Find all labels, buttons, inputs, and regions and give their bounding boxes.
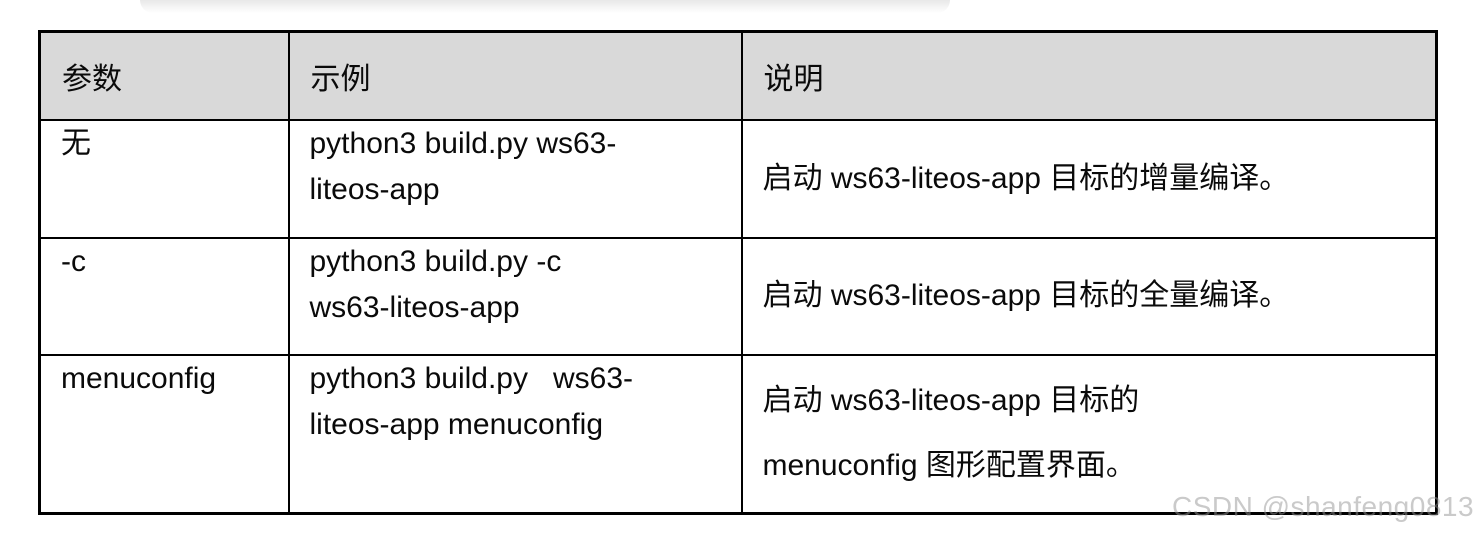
header-cell-example: 示例 bbox=[287, 30, 743, 121]
header-cell-description: 说明 bbox=[740, 30, 1438, 121]
table-row: menuconfig python3 build.py ws63- liteos… bbox=[38, 353, 1438, 515]
build-parameters-table: 参数 示例 说明 无 python3 build.py ws63- liteos… bbox=[38, 30, 1438, 515]
example-cell: python3 build.py ws63- liteos-app bbox=[287, 118, 743, 239]
description-cell: 启动 ws63-liteos-app 目标的全量编译。 bbox=[740, 236, 1438, 356]
param-cell: -c bbox=[38, 236, 290, 356]
table-header-row: 参数 示例 说明 bbox=[38, 30, 1438, 121]
example-cell: python3 build.py -c ws63-liteos-app bbox=[287, 236, 743, 356]
table-row: 无 python3 build.py ws63- liteos-app 启动 w… bbox=[38, 118, 1438, 239]
param-cell: 无 bbox=[38, 118, 290, 239]
example-cell: python3 build.py ws63- liteos-app menuco… bbox=[287, 353, 743, 515]
description-cell: 启动 ws63-liteos-app 目标的增量编译。 bbox=[740, 118, 1438, 239]
top-shadow-smudge bbox=[140, 0, 950, 13]
table-row: -c python3 build.py -c ws63-liteos-app 启… bbox=[38, 236, 1438, 356]
header-cell-param: 参数 bbox=[38, 30, 290, 121]
description-cell: 启动 ws63-liteos-app 目标的 menuconfig 图形配置界面… bbox=[740, 353, 1438, 515]
csdn-watermark: CSDN @shanfeng0813 bbox=[1172, 491, 1473, 522]
param-cell: menuconfig bbox=[38, 353, 290, 515]
